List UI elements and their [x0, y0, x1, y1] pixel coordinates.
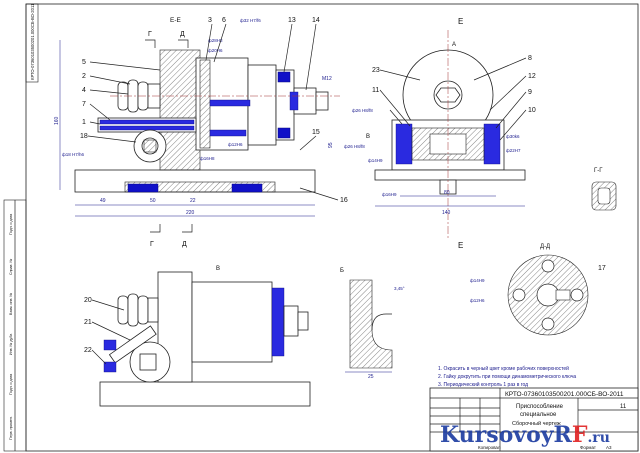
note-1: 1. Окрасить в черный цвет кроме рабочих …: [438, 365, 569, 372]
section-e-bottom: Е: [458, 241, 463, 250]
balloon-21: 21: [84, 319, 92, 326]
detail-view-b: Б 25 3,45°: [340, 268, 405, 380]
side-label: Подп. и дата: [9, 214, 13, 235]
dim-phi16b: ф16Н9: [382, 192, 397, 197]
side-view-balloons: 23 11 8 12 9 10: [372, 55, 536, 141]
dim-95: 95: [328, 142, 334, 148]
title-block: КРТО-07360103500201.000СБ-ВО-2011 Приспо…: [429, 387, 639, 452]
dim-phi14: ф14Н9: [368, 158, 383, 163]
watermark-part-a: KursovoyR: [440, 422, 573, 448]
section-gg: Г-Г: [591, 168, 617, 211]
balloon-3: 3: [208, 17, 212, 24]
watermark-part-c: .ru: [587, 430, 609, 446]
section-ee-label: Е-Е: [170, 17, 182, 24]
balloon-13: 13: [288, 17, 296, 24]
top-left-stamp: [25, 3, 39, 83]
dim-phi20: ф20Н6: [208, 48, 223, 53]
side-label: Инв. № дубл.: [9, 333, 13, 355]
dim-phi28: ф28Н8: [208, 38, 223, 43]
balloon-12: 12: [528, 73, 536, 80]
format-value: А3: [606, 445, 612, 450]
section-g-top: Г: [148, 31, 152, 38]
note-2: 2. Гайку докрутить при помощи динамометр…: [438, 373, 576, 380]
watermark-part-b: F: [572, 422, 588, 448]
view-a-label: А: [452, 42, 456, 48]
side-view-dimensions: 80 140 ф30k6 ф22Н7 ф26 Н8/f8 ф14Н9 ф16Н9…: [344, 108, 525, 216]
top-left-stamp-text: КРТО-07360103500201.000СБ-ВО-2011: [30, 3, 35, 80]
svg-text:KursovoyRF.ru: KursovoyRF.ru: [440, 422, 610, 448]
dim-50: 50: [150, 198, 156, 204]
side-view-a: [374, 30, 526, 240]
dim-phi14-dd: ф14Н9: [470, 278, 485, 283]
doc-code: КРТО-07360103500201.000СБ-ВО-2011: [505, 391, 624, 398]
balloon-11: 11: [372, 87, 379, 94]
top-view-v: В: [99, 266, 311, 407]
side-label: Справ. №: [9, 259, 13, 275]
balloon-8: 8: [528, 55, 532, 62]
front-view-section: [74, 49, 340, 193]
title-line2: специальное: [520, 412, 557, 418]
technical-notes: 1. Окрасить в черный цвет кроме рабочих …: [438, 365, 576, 388]
dim-160: 160: [54, 116, 60, 125]
dim-49: 49: [100, 198, 106, 204]
site-watermark: KursovoyRF.ru: [440, 422, 610, 448]
dim-25: 25: [368, 374, 374, 380]
dim-phi30: ф30k6: [506, 134, 520, 139]
dim-thread: М12: [322, 76, 332, 82]
view-b-label: Б: [340, 268, 344, 274]
section-d-bottom: Д: [182, 241, 187, 248]
front-view-dimensions: 49 50 22 220 160 95 М12 ф28Н8 ф20Н6 ф32 …: [54, 18, 334, 217]
balloon-7: 7: [82, 101, 86, 108]
section-dd: Д-Д 17 ф14Н9 ф12Н6: [470, 244, 606, 336]
balloon-22: 22: [84, 347, 92, 354]
side-label: Перв. примен.: [9, 416, 13, 440]
view-v-label: В: [216, 266, 220, 272]
side-strip-labels: Перв. примен. Подп. и дата Инв. № дубл. …: [9, 214, 13, 440]
copied-label: Копировал: [478, 445, 501, 450]
balloon-17: 17: [598, 265, 606, 272]
dim-220: 220: [186, 210, 195, 216]
dim-phi18: ф18 Н7/h6: [62, 152, 84, 157]
balloon-16: 16: [340, 197, 348, 204]
section-gg-label: Г-Г: [594, 168, 603, 174]
balloon-1: 1: [82, 119, 86, 126]
view-v-mark: В: [366, 134, 370, 140]
balloon-20: 20: [84, 297, 92, 304]
dim-140: 140: [442, 210, 451, 216]
dim-345: 3,45°: [394, 286, 405, 291]
section-e-top: Е: [458, 17, 463, 26]
balloon-15: 15: [312, 129, 320, 136]
balloon-9: 9: [528, 89, 532, 96]
side-label: Подп. и дата: [9, 374, 13, 395]
balloon-10: 10: [528, 107, 536, 114]
section-d-top: Д: [180, 31, 185, 38]
dim-phi26: ф26 Н8/f8: [352, 108, 373, 113]
balloon-6: 6: [222, 17, 226, 24]
dim-80: 80: [444, 190, 450, 196]
balloon-4: 4: [82, 87, 86, 94]
section-dd-label: Д-Д: [540, 244, 550, 250]
balloon-5: 5: [82, 59, 86, 66]
dim-22: 22: [190, 198, 196, 204]
dim-phi16: ф16Н8: [200, 156, 215, 161]
section-g-bottom: Г: [150, 241, 154, 248]
side-label: Взам. инв. №: [9, 293, 13, 315]
dim-phi32: ф32 Н7/f6: [240, 18, 261, 23]
balloon-23: 23: [372, 67, 380, 74]
note-3: 3. Периодический контроль 1 раз в год: [438, 381, 528, 388]
front-view-balloons: 5 2 4 7 1 18 3 6 13 14 15 16: [80, 17, 348, 204]
title-line1: Приспособление: [516, 404, 564, 410]
top-view-balloons: 20 21 22: [84, 297, 131, 365]
dim-phi26b: ф26 Н8/f8: [344, 144, 365, 149]
balloon-18: 18: [80, 133, 88, 140]
dim-phi22: ф22Н7: [506, 148, 521, 153]
dim-phi12: ф12Н6: [228, 142, 243, 147]
sheet-count: 11: [620, 404, 627, 410]
balloon-2: 2: [82, 73, 86, 80]
format-label: Формат: [580, 445, 596, 450]
title-line3: Сборочный чертеж: [512, 420, 561, 427]
dim-phi12-dd: ф12Н6: [470, 298, 485, 303]
balloon-14: 14: [312, 17, 320, 24]
